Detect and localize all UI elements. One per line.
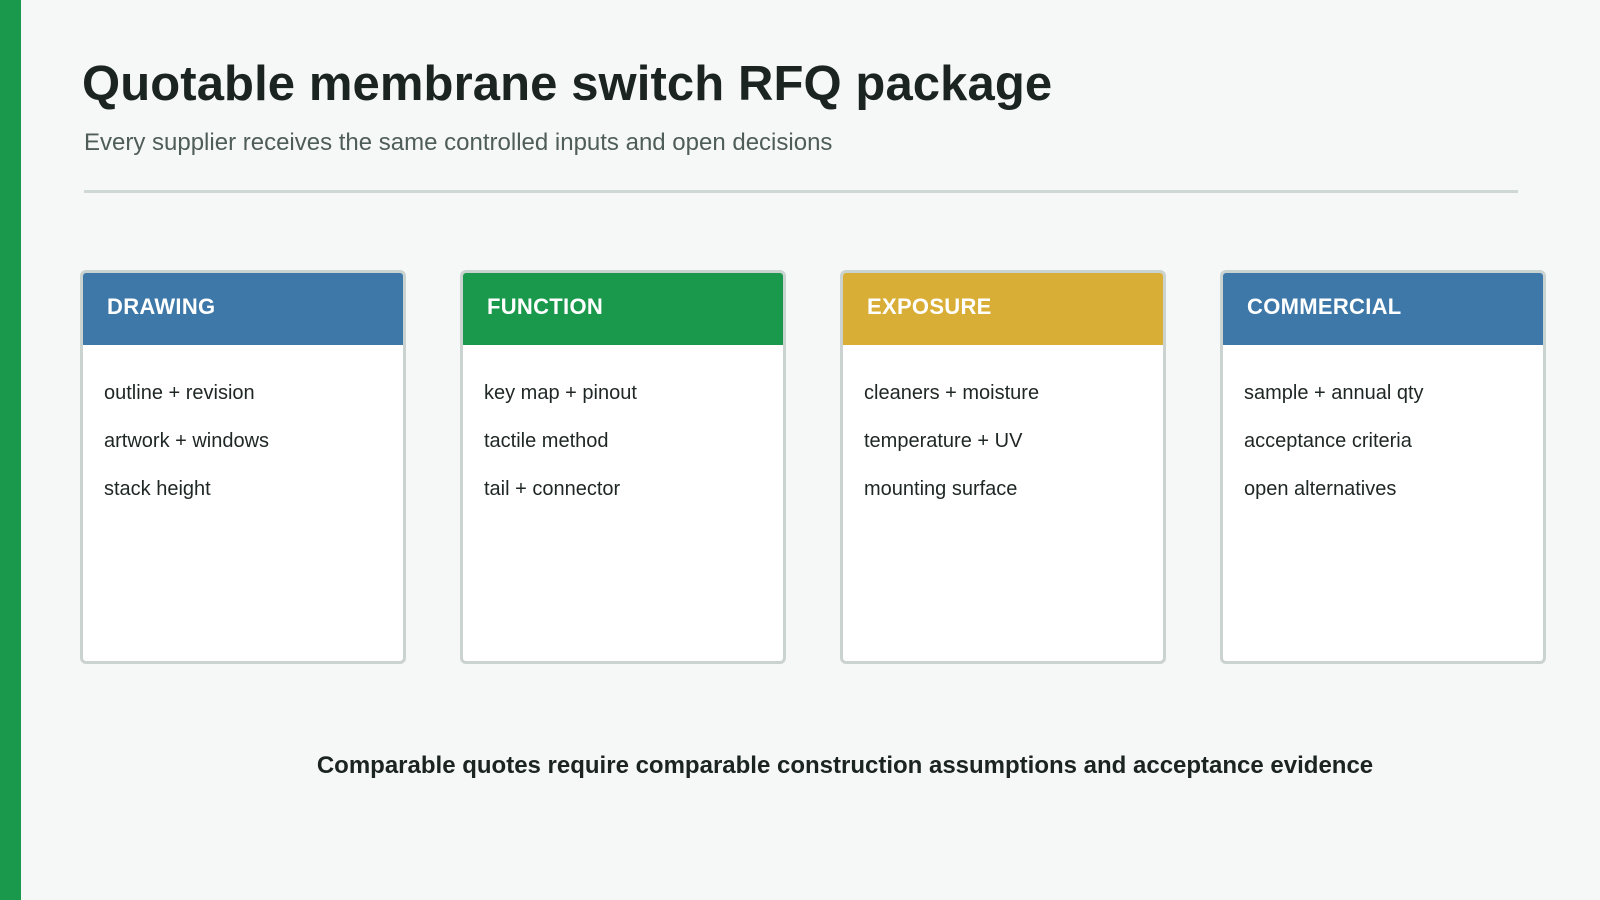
list-item: stack height	[104, 478, 211, 500]
page-title: Quotable membrane switch RFQ package	[82, 57, 1053, 111]
title-divider	[84, 190, 1518, 193]
card-exposure: EXPOSURE cleaners + moisture temperature…	[840, 270, 1166, 664]
list-item: cleaners + moisture	[864, 382, 1040, 404]
list-item: sample + annual qty	[1244, 382, 1424, 404]
card-function: FUNCTION key map + pinout tactile method…	[460, 270, 786, 664]
card-list-function: key map + pinout tactile method tail + c…	[463, 345, 783, 526]
card-commercial: COMMERCIAL sample + annual qty acceptanc…	[1220, 270, 1546, 664]
list-item: open alternatives	[1244, 478, 1397, 500]
card-drawing: DRAWING outline + revision artwork + win…	[80, 270, 406, 664]
list-item: outline + revision	[104, 382, 255, 404]
list-item: temperature + UV	[864, 430, 1023, 452]
list-item: acceptance criteria	[1244, 430, 1412, 452]
page-subtitle: Every supplier receives the same control…	[84, 129, 833, 156]
list-item: artwork + windows	[104, 430, 270, 452]
list-item: tail + connector	[484, 478, 621, 500]
list-item: tactile method	[484, 430, 609, 452]
card-header-function: FUNCTION	[463, 273, 783, 345]
list-item: mounting surface	[864, 478, 1018, 500]
card-header-drawing: DRAWING	[83, 273, 403, 345]
card-list-exposure: cleaners + moisture temperature + UV mou…	[843, 345, 1163, 526]
left-accent-bar	[0, 0, 21, 900]
list-item: key map + pinout	[484, 382, 637, 404]
card-header-exposure: EXPOSURE	[843, 273, 1163, 345]
footer-statement: Comparable quotes require comparable con…	[316, 752, 1374, 779]
card-list-commercial: sample + annual qty acceptance criteria …	[1223, 345, 1543, 526]
card-list-drawing: outline + revision artwork + windows sta…	[83, 345, 403, 526]
card-header-commercial: COMMERCIAL	[1223, 273, 1543, 345]
